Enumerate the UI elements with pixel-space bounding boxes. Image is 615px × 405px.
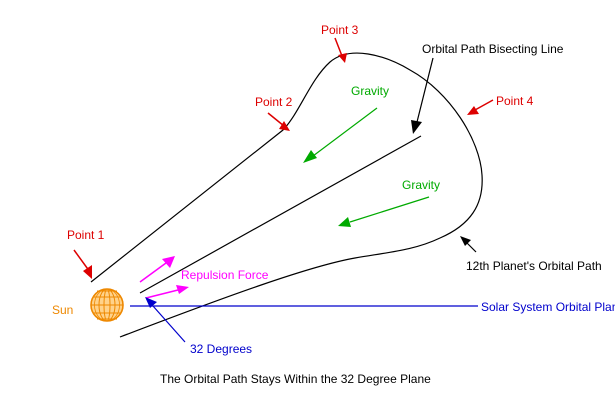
bisecting-line-arrow — [411, 57, 434, 134]
gravity-arrow-top — [303, 107, 378, 163]
repulsion-arrow-upper — [139, 256, 175, 283]
orbital-path-arrow — [460, 236, 477, 253]
gravity-bottom-label: Gravity — [402, 178, 440, 192]
bisecting-line-label: Orbital Path Bisecting Line — [422, 42, 564, 56]
degrees-arrow — [145, 297, 186, 343]
point3-arrow — [334, 37, 347, 63]
solar-plane-label: Solar System Orbital Plane — [481, 300, 615, 314]
sun-label: Sun — [52, 303, 73, 317]
repulsion-arrow-lower — [145, 285, 189, 299]
point1-arrow — [73, 249, 92, 279]
point4-label: Point 4 — [496, 94, 534, 108]
caption: The Orbital Path Stays Within the 32 Deg… — [160, 372, 431, 386]
sun-icon — [90, 288, 124, 322]
gravity-top-label: Gravity — [351, 84, 389, 98]
degrees-label: 32 Degrees — [190, 342, 252, 356]
repulsion-force-label: Repulsion Force — [181, 268, 269, 282]
orbital-path-label: 12th Planet's Orbital Path — [466, 259, 602, 273]
point2-arrow — [267, 112, 290, 131]
orbital-path — [90, 52, 483, 338]
gravity-arrow-bottom — [338, 196, 430, 227]
bisecting-line — [139, 135, 422, 294]
point3-label: Point 3 — [321, 23, 359, 37]
point2-label: Point 2 — [255, 95, 293, 109]
point4-arrow — [467, 99, 494, 115]
point1-label: Point 1 — [67, 228, 105, 242]
